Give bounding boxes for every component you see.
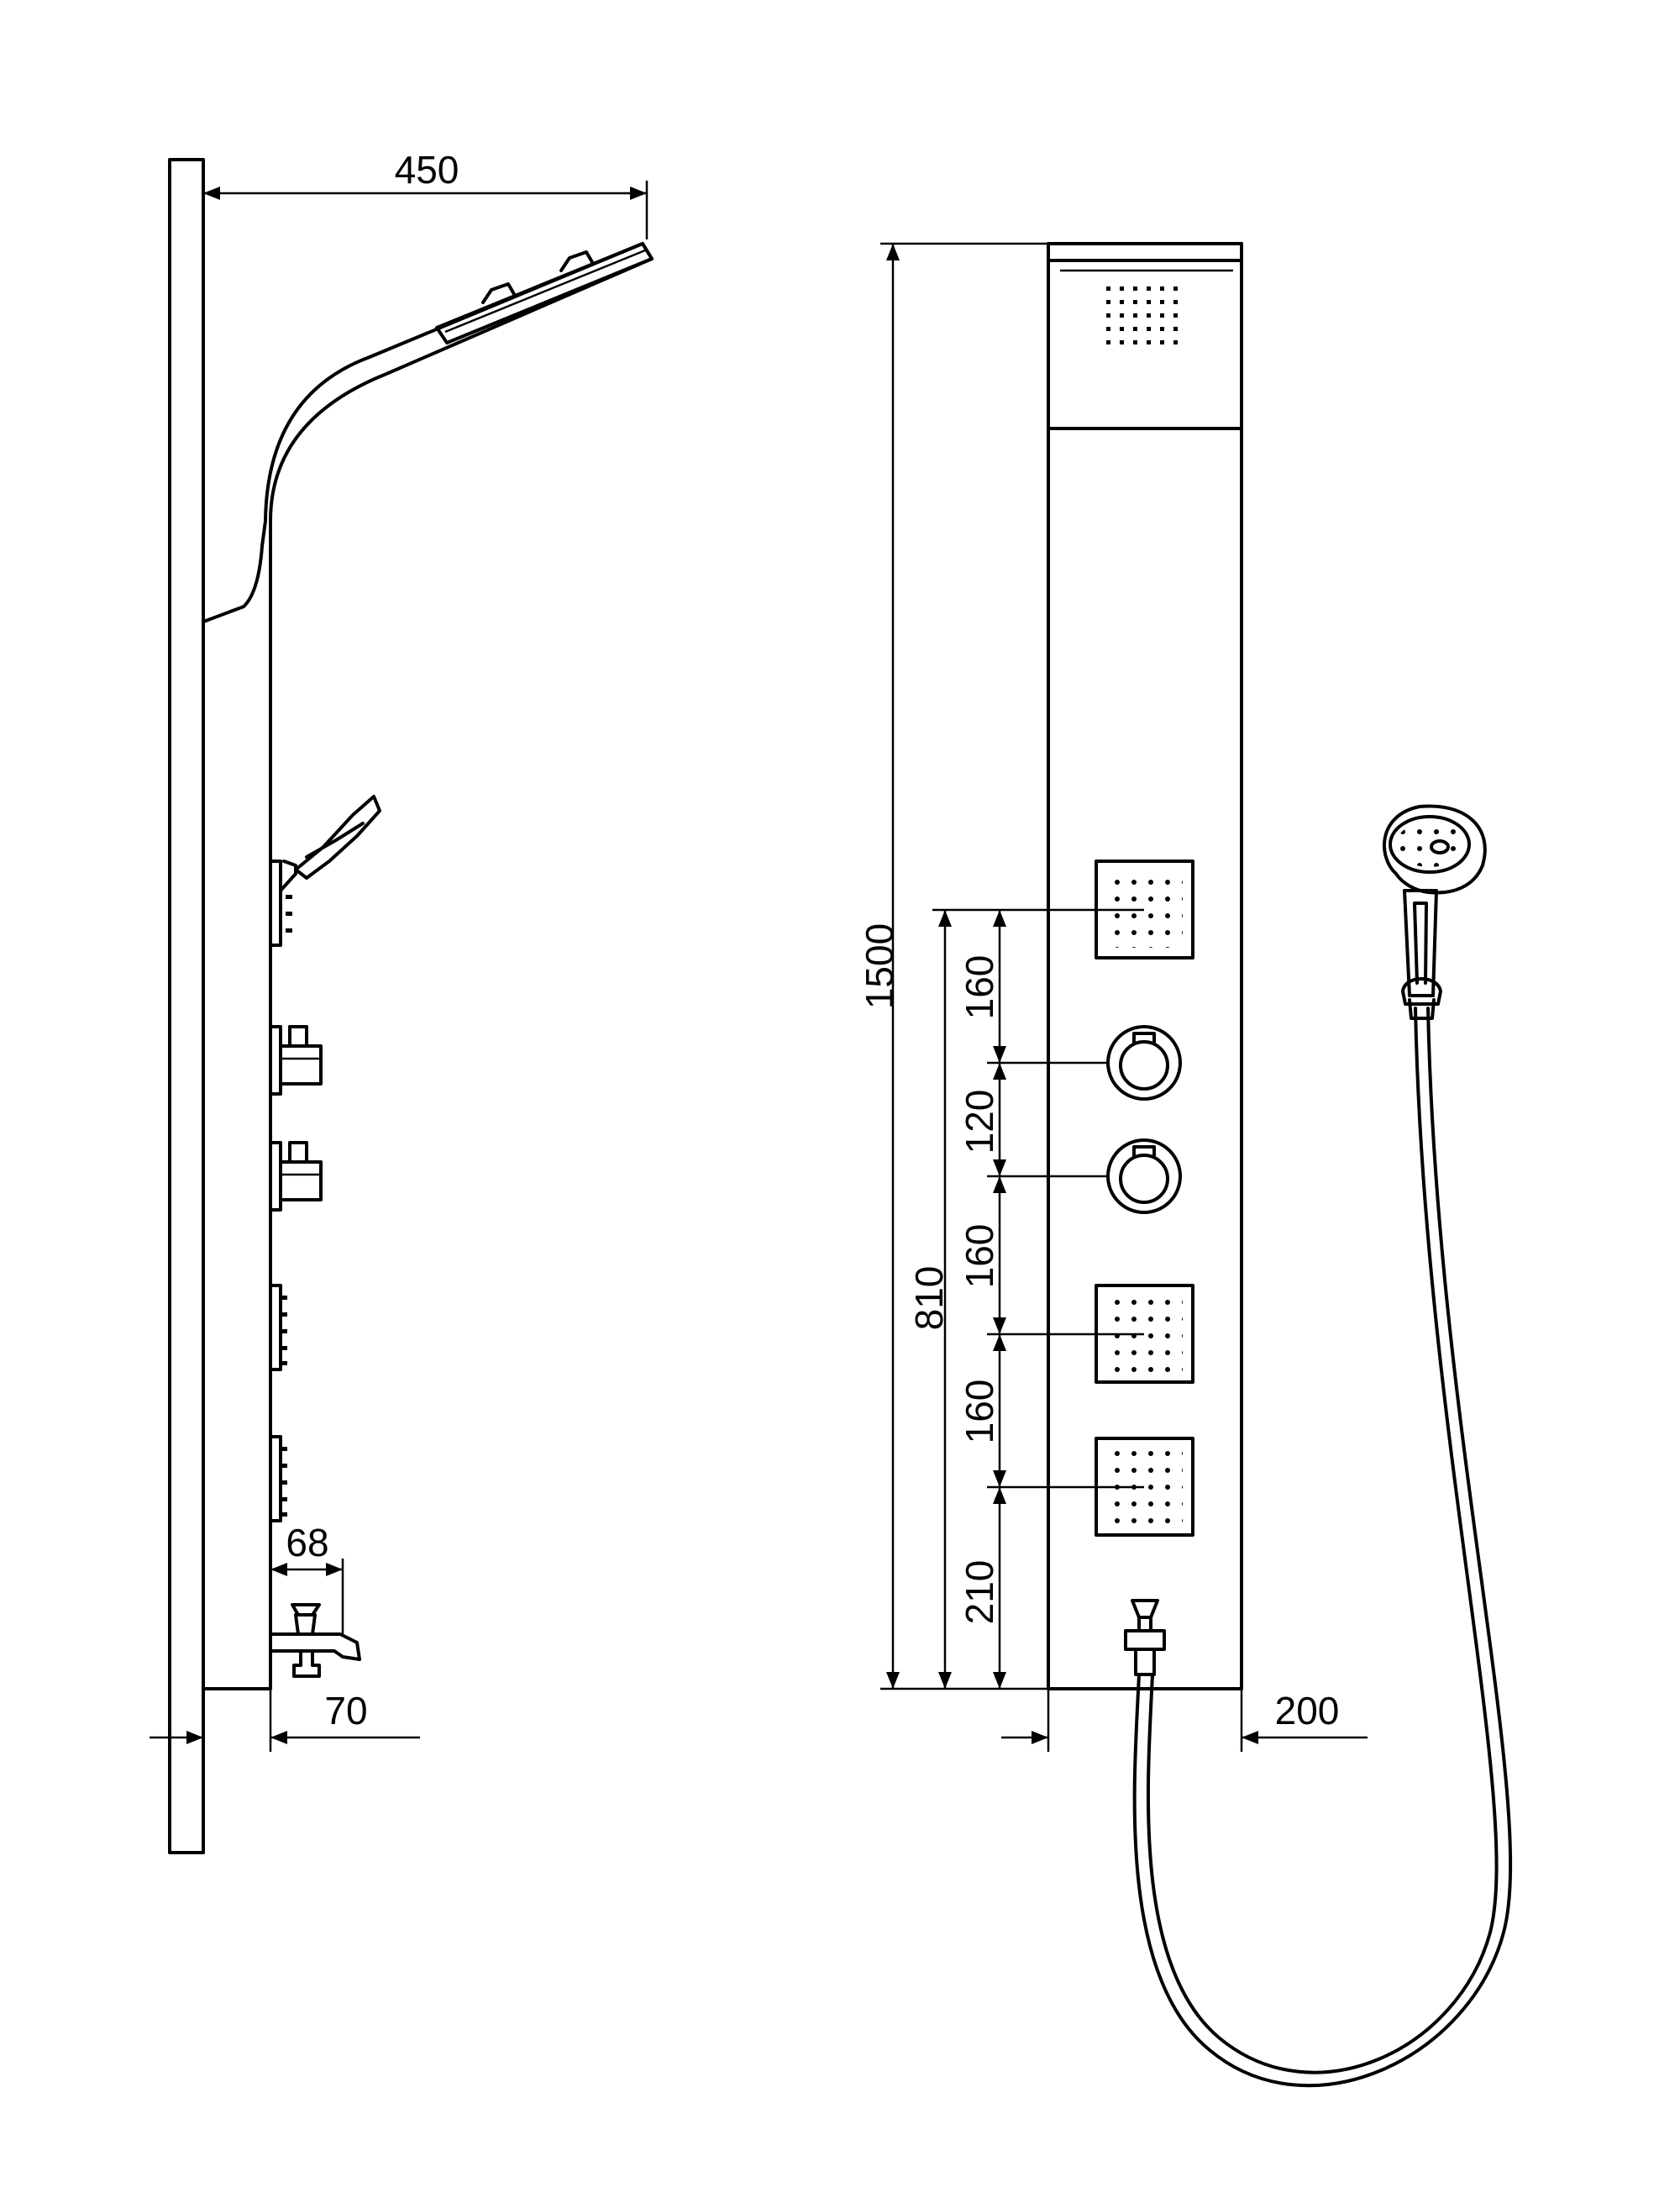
body-jet-side-2 <box>269 1435 287 1522</box>
dim-spacing-3: 160 <box>958 1224 1001 1289</box>
dim-spacing-4: 160 <box>958 1380 1001 1444</box>
dim-spacing-1: 160 <box>958 955 1001 1020</box>
hand-shower-front <box>1382 804 1487 1020</box>
dim-panel-depth: 70 <box>324 1689 367 1732</box>
dim-total-below: 810 <box>907 1266 951 1331</box>
top-shower-module <box>1047 242 1243 430</box>
dim-hose-clearance: 200 <box>1275 1689 1340 1732</box>
front-view <box>1047 242 1513 2088</box>
bath-spout-side <box>269 1603 361 1678</box>
shower-hose <box>1132 1007 1513 2088</box>
dim-spout-depth: 68 <box>286 1521 328 1564</box>
dim-spacing-5: 210 <box>958 1560 1001 1625</box>
hose-connector-front <box>1124 1599 1166 1676</box>
dim-panel-height: 1500 <box>858 923 901 1009</box>
dimension-labels: 450 1500 810 160 120 160 160 210 68 70 2… <box>286 148 1339 1732</box>
mixer-knob-front-2 <box>1106 1138 1182 1214</box>
hand-shower-side <box>269 795 381 947</box>
top-nozzle-grid <box>1105 284 1184 351</box>
dim-head-projection: 450 <box>395 148 459 192</box>
side-panel-body <box>202 242 654 1690</box>
overhead-shower-head-side <box>435 242 654 344</box>
mixer-knob-front-1 <box>1106 1025 1182 1101</box>
wall <box>168 158 205 1854</box>
mixer-knob-side-1 <box>269 1025 323 1096</box>
mixer-knob-side-2 <box>269 1141 323 1212</box>
dimension-lines <box>150 181 1368 1752</box>
dim-spacing-2: 120 <box>958 1090 1001 1154</box>
side-view <box>168 158 654 1854</box>
body-jet-side-1 <box>269 1284 287 1371</box>
